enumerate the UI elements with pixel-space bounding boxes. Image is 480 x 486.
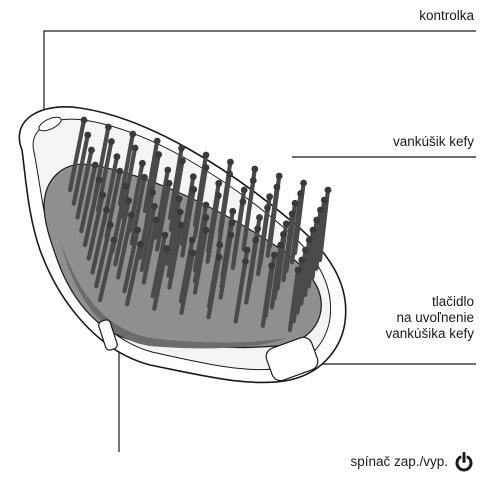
bristle-tip xyxy=(310,227,317,234)
bristle-tip xyxy=(317,207,324,214)
bristle-tip xyxy=(313,217,320,224)
bristle-tip xyxy=(153,217,160,224)
bristle-tip xyxy=(271,252,278,259)
bristle-tip xyxy=(116,168,123,175)
bristle-tip xyxy=(178,145,185,152)
bristle-tip xyxy=(149,189,156,196)
bristle-tip xyxy=(141,174,148,181)
bristle-tip xyxy=(190,186,197,193)
bristle-tip xyxy=(125,197,132,204)
bristle-tip xyxy=(164,167,171,174)
bristle-tip xyxy=(274,184,281,191)
bristle-tip xyxy=(105,124,112,131)
bristle-tip xyxy=(241,187,248,194)
bristle-tip xyxy=(295,267,302,274)
bristle-tip xyxy=(203,214,210,221)
label-power-switch: spínač zap./vyp. xyxy=(350,452,474,472)
label-release-button: tlačidlo na uvoľnenie vankúšika kefy xyxy=(385,294,474,342)
bristle-tip xyxy=(128,212,135,219)
bristle-tip xyxy=(229,208,236,215)
bristle-tip xyxy=(264,204,271,211)
bristle-tip xyxy=(215,192,222,199)
bristle-tip xyxy=(139,160,146,167)
bristle-tip xyxy=(189,249,196,256)
bristle-tip xyxy=(268,262,275,269)
bristle-tip xyxy=(203,202,210,209)
bristle-tip xyxy=(215,180,222,187)
bristle-tip xyxy=(155,151,162,158)
bristle-tip xyxy=(92,162,99,169)
bristle-tip xyxy=(300,180,307,187)
bristle-tip xyxy=(289,210,296,217)
bristle-tip xyxy=(298,257,305,264)
label-power-text: spínač zap./vyp. xyxy=(350,454,448,470)
bristle-tip xyxy=(203,227,210,234)
label-indicator: kontrolka xyxy=(419,8,474,24)
bristle-tip xyxy=(276,173,283,180)
bristle-tip xyxy=(244,247,251,254)
bristle-tip xyxy=(179,158,186,165)
power-icon xyxy=(454,452,474,472)
bristle-tip xyxy=(280,231,287,238)
bristle-tip xyxy=(163,245,170,252)
bristle-tip xyxy=(228,220,235,227)
bristle-tip xyxy=(177,208,184,215)
bristle-tip xyxy=(216,242,223,249)
leader-line-indicator xyxy=(44,31,476,112)
bristle-tip xyxy=(137,241,144,248)
bristle-tip xyxy=(107,222,114,229)
bristle-tip xyxy=(154,138,161,145)
bristle-tip xyxy=(302,247,309,254)
bristle-tip xyxy=(134,227,141,234)
bristle-tip xyxy=(132,145,139,152)
bristle-tip xyxy=(292,200,299,207)
bristle-tip xyxy=(226,171,233,178)
bristle-tip xyxy=(321,197,328,204)
bristle-tip xyxy=(203,152,210,159)
bristle-tip xyxy=(88,147,95,154)
bristle-tip xyxy=(250,177,257,184)
bristle-tip xyxy=(99,192,106,199)
bristle-tip xyxy=(242,258,249,265)
label-release-line-1: tlačidlo xyxy=(385,294,474,310)
bristle-tip xyxy=(189,237,196,244)
bristle-tip xyxy=(216,254,223,261)
label-cushion-text: vankúšik kefy xyxy=(393,134,474,150)
bristle-tip xyxy=(256,214,263,221)
bristle-tip xyxy=(122,183,129,190)
bristle-tip xyxy=(178,222,185,229)
bristle-tip xyxy=(306,237,313,244)
bristle-tip xyxy=(96,177,103,184)
bristle-tip xyxy=(254,225,261,232)
bristle-tip xyxy=(162,232,169,239)
bristle-tip xyxy=(129,131,136,138)
label-release-line-2: na uvoľnenie xyxy=(385,310,474,326)
bristle-tip xyxy=(84,132,91,139)
bristle-tip xyxy=(297,190,304,197)
bristle-tip xyxy=(227,159,234,166)
bristle-tip xyxy=(251,166,258,173)
bristle-tip xyxy=(114,153,121,160)
bristle-tip xyxy=(81,117,88,124)
bristle-tip xyxy=(227,232,234,239)
label-release-line-3: vankúšika kefy xyxy=(385,326,474,342)
bristle-tip xyxy=(108,138,115,145)
bristle-tip xyxy=(166,180,173,187)
bristle-tip xyxy=(176,195,183,202)
label-indicator-text: kontrolka xyxy=(419,8,474,24)
bristle-tip xyxy=(252,237,259,244)
label-cushion: vankúšik kefy xyxy=(393,134,474,150)
bristle-tip xyxy=(203,164,210,171)
bristle-tip xyxy=(111,237,118,244)
bristle-tip xyxy=(240,198,247,205)
bristle-tip xyxy=(283,220,290,227)
bristle-tip xyxy=(151,203,158,210)
bristle-tip xyxy=(266,193,273,200)
bristle-tip xyxy=(277,242,284,249)
bristle-tip xyxy=(103,207,110,214)
bristle-tip xyxy=(190,173,197,180)
bristle-tip xyxy=(325,187,332,194)
